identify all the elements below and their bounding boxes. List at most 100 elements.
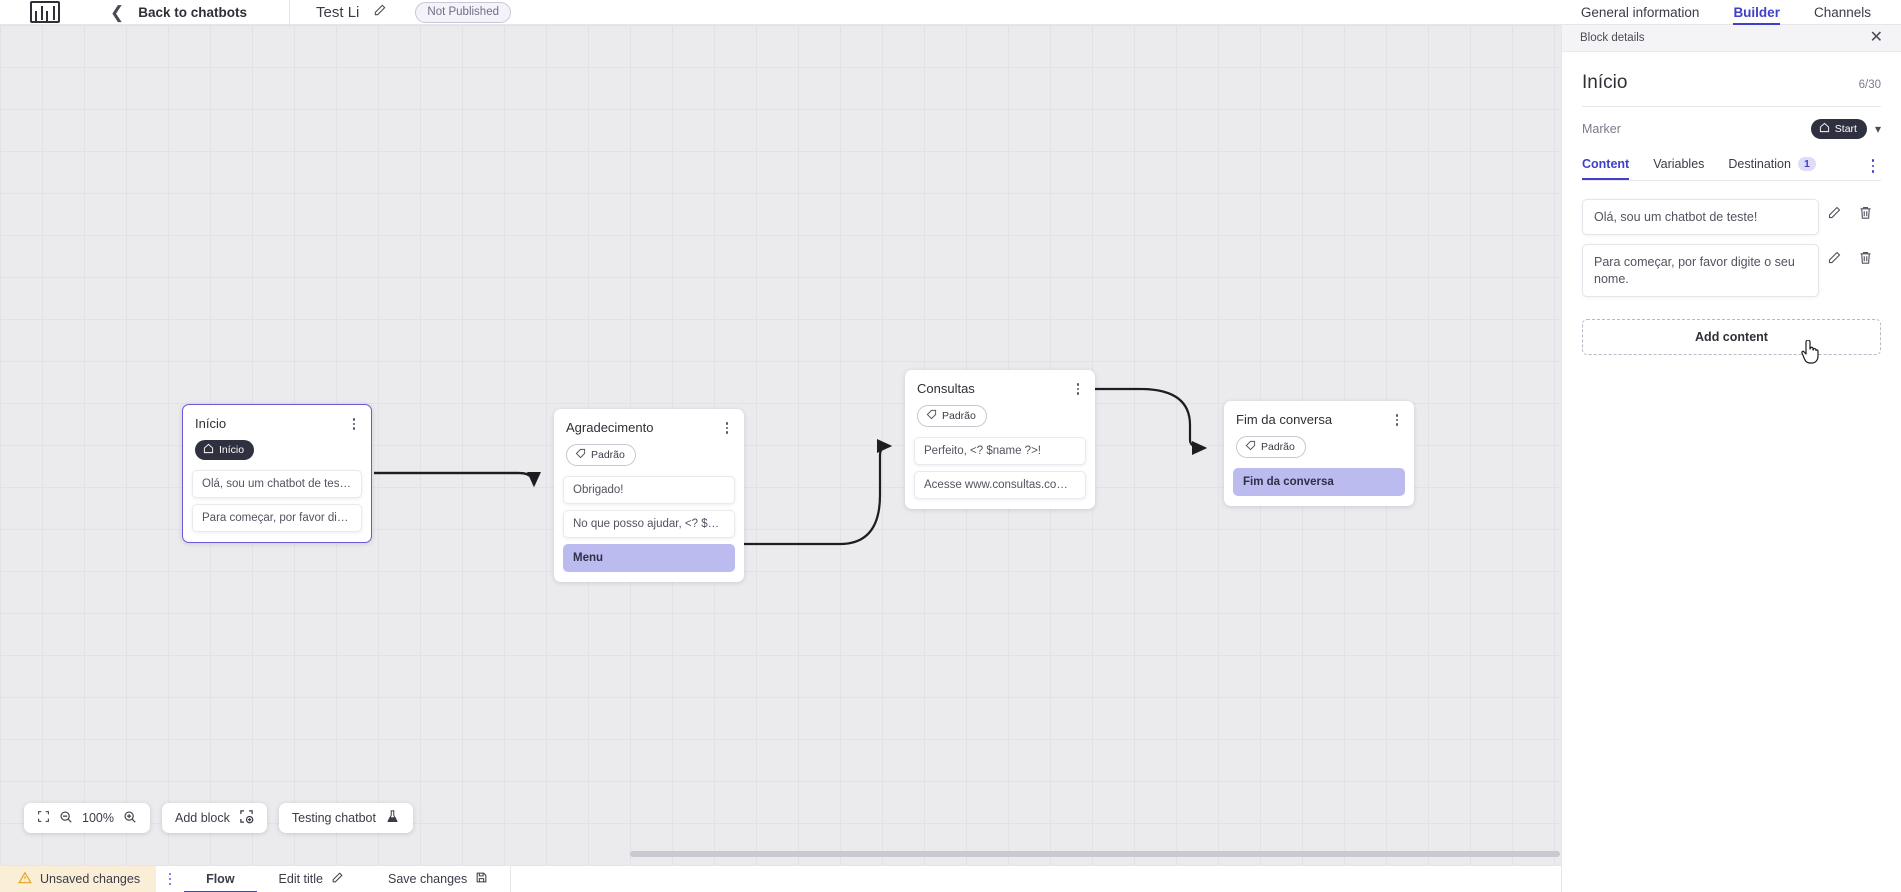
flow-canvas[interactable]: Início Início Olá, sou um chatbot de tes… — [0, 25, 1561, 865]
panel-title-row: Início 6/30 — [1562, 52, 1901, 94]
panel-divider — [1582, 106, 1881, 107]
testing-chatbot-label: Testing chatbot — [291, 811, 376, 825]
node-marker-label: Padrão — [942, 410, 976, 422]
marker-row: Marker Start ▾ — [1562, 107, 1901, 139]
pencil-icon[interactable] — [1819, 205, 1849, 220]
tab-general-information[interactable]: General information — [1580, 5, 1700, 20]
close-icon[interactable]: ✕ — [1869, 29, 1883, 46]
node-header: Agradecimento Padrão — [554, 409, 744, 476]
back-chevron-icon[interactable]: ❮ — [110, 2, 125, 22]
destination-count-badge: 1 — [1797, 157, 1816, 171]
zoom-controls: 100% — [24, 803, 150, 833]
node-marker-chip[interactable]: Padrão — [566, 444, 636, 466]
tab-channels[interactable]: Channels — [1813, 5, 1871, 20]
flow-node-fim-da-conversa[interactable]: Fim da conversa Padrão Fim da conversa — [1224, 401, 1414, 506]
zoom-out-icon[interactable] — [59, 810, 73, 827]
node-option[interactable]: Fim da conversa — [1233, 468, 1405, 496]
status-tab-flow[interactable]: Flow — [184, 866, 256, 892]
status-kebab-menu[interactable] — [156, 872, 184, 886]
node-title: Agradecimento — [566, 420, 654, 435]
marker-value-label: Start — [1834, 123, 1857, 135]
warning-triangle-icon — [18, 871, 32, 888]
node-option[interactable]: Menu — [563, 544, 735, 572]
panel-overflow-menu[interactable] — [1865, 157, 1881, 175]
zoom-level-label: 100% — [82, 811, 114, 825]
node-marker-chip[interactable]: Padrão — [1236, 436, 1306, 458]
edit-title-button[interactable]: Edit title — [257, 866, 366, 892]
panel-tab-variables-label: Variables — [1653, 157, 1705, 171]
flow-node-agradecimento[interactable]: Agradecimento Padrão Obrigado! No que po… — [554, 409, 744, 582]
pencil-icon[interactable] — [1819, 250, 1849, 265]
home-icon — [1819, 122, 1830, 136]
node-menu-button[interactable] — [347, 416, 361, 432]
node-header: Início Início — [183, 405, 371, 470]
zoom-in-icon[interactable] — [123, 810, 137, 827]
mouse-cursor-pointer — [1800, 339, 1820, 369]
panel-title: Início — [1582, 72, 1628, 93]
fit-screen-icon[interactable] — [37, 810, 50, 826]
status-badge: Not Published — [415, 1, 511, 23]
node-marker-label: Início — [219, 444, 245, 456]
chatbot-logo-icon[interactable] — [30, 1, 60, 23]
testing-chatbot-button[interactable]: Testing chatbot — [278, 803, 413, 833]
tab-builder[interactable]: Builder — [1733, 0, 1780, 25]
add-block-button[interactable]: Add block — [161, 803, 267, 833]
panel-header: Block details ✕ — [1562, 25, 1901, 52]
panel-tab-content[interactable]: Content — [1582, 157, 1629, 180]
node-header: Fim da conversa Padrão — [1224, 401, 1414, 468]
node-title: Início — [195, 416, 227, 431]
panel-tabs: Content Variables Destination 1 — [1582, 157, 1881, 181]
content-text[interactable]: Olá, sou um chatbot de teste! — [1582, 199, 1819, 236]
panel-tab-variables[interactable]: Variables — [1653, 157, 1704, 180]
add-block-icon — [239, 809, 254, 827]
chevron-down-icon[interactable]: ▾ — [1874, 122, 1881, 136]
node-menu-button[interactable] — [720, 420, 734, 436]
node-message[interactable]: Perfeito, <? $name ?>! — [914, 437, 1086, 465]
floppy-disk-icon — [475, 871, 488, 887]
panel-tab-destination[interactable]: Destination 1 — [1728, 157, 1816, 180]
node-menu-button[interactable] — [1390, 412, 1404, 428]
canvas-toolbar: 100% Add block Testing chatbot — [24, 803, 413, 833]
add-content-button[interactable]: Add content — [1582, 318, 1881, 355]
node-message[interactable]: Olá, sou um chatbot de teste! — [192, 470, 362, 498]
node-marker-chip[interactable]: Padrão — [917, 405, 987, 427]
content-item: Para começar, por favor digite o seu nom… — [1582, 244, 1881, 297]
node-message[interactable]: Para começar, por favor digite o ... — [192, 504, 362, 532]
top-header: ❮ Back to chatbots Test Li Not Published… — [0, 0, 1901, 25]
back-to-chatbots-link[interactable]: Back to chatbots — [138, 4, 248, 20]
node-header: Consultas Padrão — [905, 370, 1095, 437]
node-message[interactable]: Obrigado! — [563, 476, 735, 504]
trash-icon[interactable] — [1849, 205, 1881, 220]
flask-icon — [385, 809, 400, 827]
node-message[interactable]: No que posso ajudar, <? $name ... — [563, 510, 735, 538]
node-menu-button[interactable] — [1071, 381, 1085, 397]
save-changes-button[interactable]: Save changes — [366, 866, 510, 892]
flow-label: Flow — [206, 872, 235, 886]
character-counter: 6/30 — [1858, 79, 1881, 91]
content-actions — [1819, 244, 1881, 265]
flow-node-inicio[interactable]: Início Início Olá, sou um chatbot de tes… — [182, 404, 372, 543]
marker-value-chip: Start — [1810, 119, 1867, 139]
add-block-label: Add block — [174, 811, 230, 825]
header-tabs: General information Builder Channels — [1581, 0, 1901, 25]
edit-title-label: Edit title — [278, 872, 324, 886]
node-body: Obrigado! No que posso ajudar, <? $name … — [554, 476, 744, 582]
node-marker-chip[interactable]: Início — [195, 440, 255, 460]
node-body: Perfeito, <? $name ?>! Acesse www.consul… — [905, 437, 1095, 509]
pencil-icon — [331, 871, 344, 887]
content-text[interactable]: Para começar, por favor digite o seu nom… — [1582, 244, 1819, 297]
node-body: Fim da conversa — [1224, 468, 1414, 506]
trash-icon[interactable] — [1849, 250, 1881, 265]
status-bar: Unsaved changes Flow Edit title Save cha… — [0, 865, 1561, 892]
tag-icon — [1245, 440, 1256, 454]
unsaved-changes-indicator: Unsaved changes — [0, 865, 157, 892]
marker-select[interactable]: Start ▾ — [1810, 119, 1881, 139]
pencil-icon[interactable] — [373, 3, 387, 22]
content-list: Olá, sou um chatbot de teste! Para — [1562, 181, 1901, 297]
flow-node-consultas[interactable]: Consultas Padrão Perfeito, <? $name ?>! … — [905, 370, 1095, 509]
header-divider — [289, 0, 291, 25]
node-message[interactable]: Acesse www.consultas.com par... — [914, 471, 1086, 499]
marker-label: Marker — [1582, 122, 1621, 136]
canvas-horizontal-scrollbar[interactable] — [630, 851, 1560, 857]
